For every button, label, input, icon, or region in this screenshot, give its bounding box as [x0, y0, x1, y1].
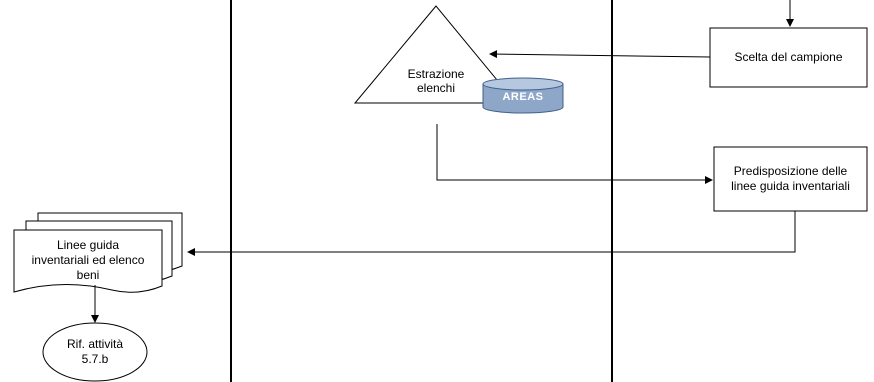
rif-attivita-label-line2: 5.7.b [81, 352, 109, 366]
estrazione-label-line2: elenchi [416, 81, 456, 95]
process-box-predisposizione [713, 146, 868, 212]
document-label-line3: beni [76, 268, 100, 282]
scelta-label: Scelta del campione [734, 50, 843, 64]
extract-triangle [353, 5, 518, 104]
multi-document-linee-guida [13, 212, 183, 293]
process-box-scelta [709, 27, 868, 88]
document-label-line2: inventariali ed elenco [31, 253, 145, 267]
database-cylinder-areas [482, 77, 564, 114]
connector-scelta-estrazione [489, 50, 711, 59]
connector-predisposizione-documento [187, 211, 796, 256]
reference-ellipse-rif-attivita [42, 322, 148, 382]
predisposizione-label-line2: linee guida inventariali [731, 179, 850, 193]
connector-estrazione-predisposizione [436, 124, 713, 184]
estrazione-label-line1: Estrazione [407, 67, 465, 81]
document-label-line1: Linee guida [56, 238, 120, 252]
rif-attivita-label-line1: Rif. attività [66, 337, 123, 351]
predisposizione-label-line1: Predisposizione delle [733, 164, 848, 178]
areas-db-label: AREAS [502, 91, 544, 103]
